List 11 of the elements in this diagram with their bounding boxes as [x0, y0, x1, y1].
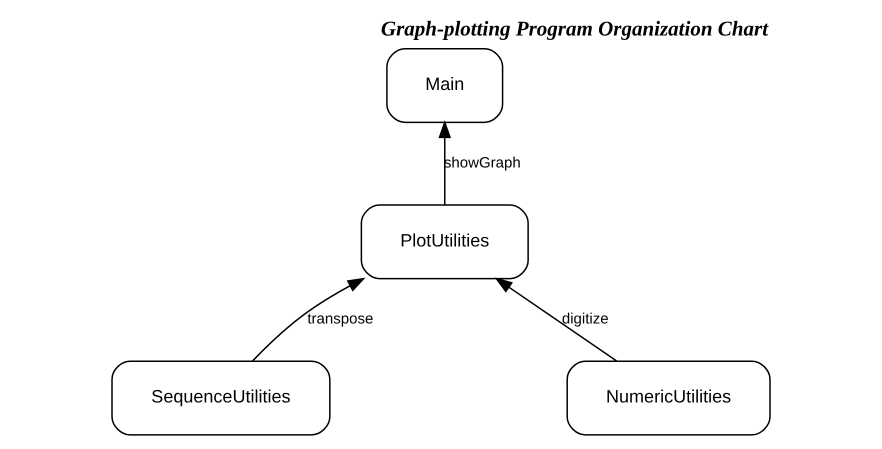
node-box: SequenceUtilities [111, 360, 331, 436]
arrow [494, 277, 618, 362]
arrow [438, 120, 452, 205]
node-box: Main [386, 48, 504, 124]
edge-label: digitize [562, 310, 609, 328]
node-box: PlotUtilities [360, 204, 529, 280]
edge-label: showGraph [444, 154, 521, 172]
node-box: NumericUtilities [566, 360, 771, 436]
arrow [252, 278, 366, 362]
diagram-title: Graph-plotting Program Organization Chart [380, 16, 768, 41]
edge-label: transpose [307, 310, 374, 328]
